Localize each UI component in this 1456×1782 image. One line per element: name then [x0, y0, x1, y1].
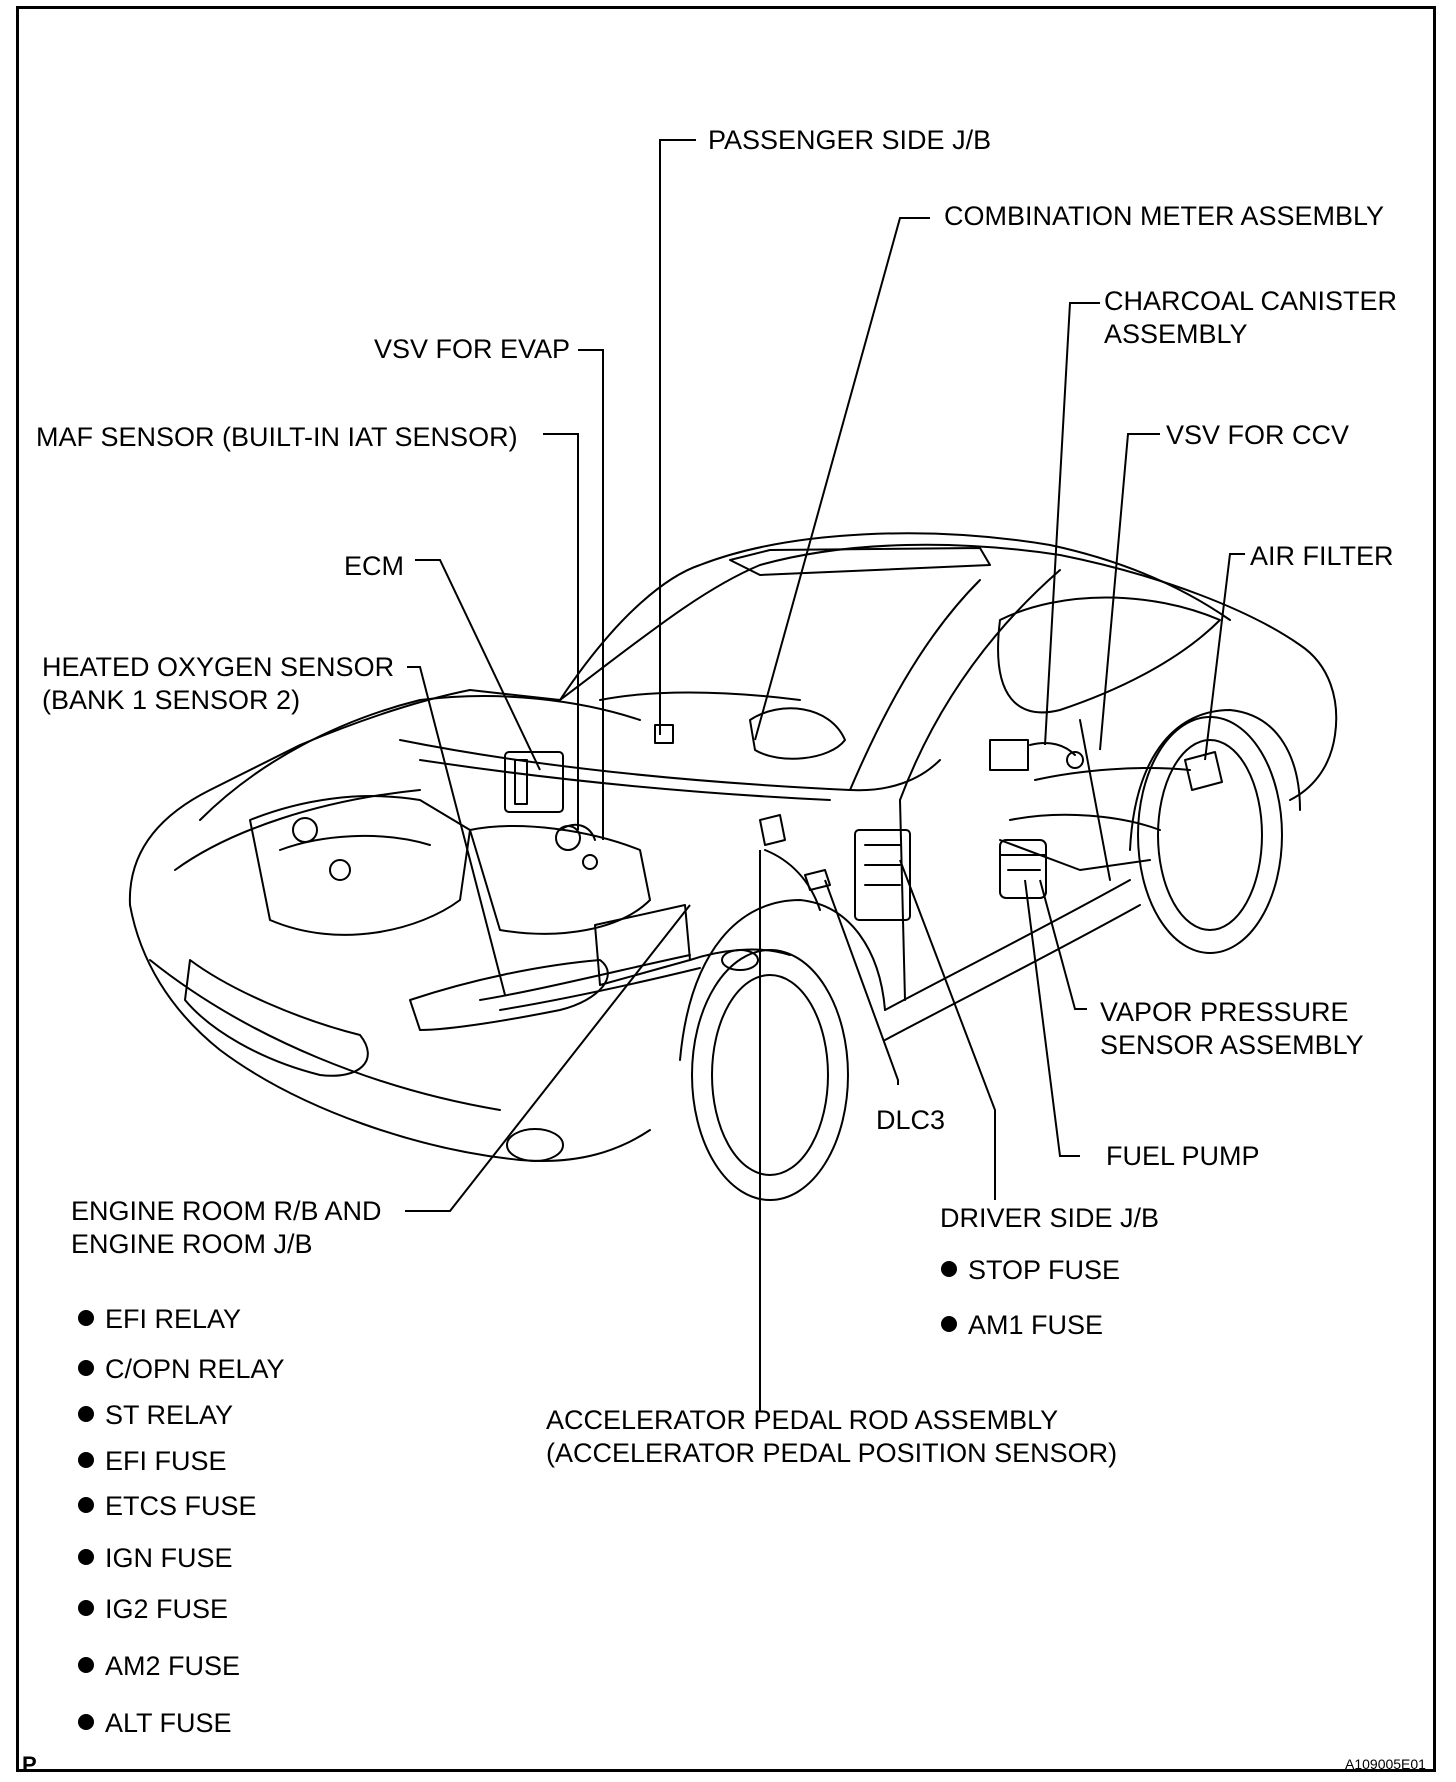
bullet-icon	[941, 1316, 957, 1332]
bullet-icon	[78, 1497, 94, 1513]
engine-room-item: C/OPN RELAY	[78, 1353, 285, 1386]
engine-room-item: ETCS FUSE	[78, 1490, 257, 1523]
label-heated-oxygen-line2: (BANK 1 SENSOR 2)	[42, 685, 301, 715]
leader-driver-jb	[899, 859, 996, 1200]
label-passenger-side-jb: PASSENGER SIDE J/B	[708, 125, 992, 155]
label-accelerator-line1: ACCELERATOR PEDAL ROD ASSEMBLY	[546, 1405, 1059, 1435]
engine-room-item: ST RELAY	[78, 1399, 233, 1432]
leader-heated-oxygen	[407, 666, 506, 996]
bullet-icon	[78, 1657, 94, 1673]
leader-maf-sensor	[543, 433, 579, 830]
leader-vsv-evap	[578, 349, 604, 840]
leader-air-filter	[1204, 553, 1245, 761]
label-charcoal-canister-line2: ASSEMBLY	[1104, 319, 1248, 349]
label-accelerator-line2: (ACCELERATOR PEDAL POSITION SENSOR)	[546, 1438, 1118, 1468]
leader-engine-room	[405, 904, 691, 1212]
leader-ecm	[415, 559, 541, 771]
diagram-frame	[16, 6, 1436, 1772]
engine-room-item: IGN FUSE	[78, 1542, 233, 1575]
label-heated-oxygen-sensor: HEATED OXYGEN SENSOR (BANK 1 SENSOR 2)	[42, 651, 394, 717]
label-fuel-pump: FUEL PUMP	[1106, 1141, 1260, 1171]
leader-charcoal-canister	[1044, 302, 1100, 746]
bullet-icon	[78, 1549, 94, 1565]
leader-dlc3	[824, 879, 899, 1085]
label-engine-room-rb-jb: ENGINE ROOM R/B AND ENGINE ROOM J/B	[71, 1195, 382, 1261]
bullet-icon	[941, 1261, 957, 1277]
leader-lines	[405, 139, 1245, 1412]
bullet-icon	[78, 1360, 94, 1376]
leader-combination-meter	[754, 217, 930, 741]
leader-vsv-ccv	[1099, 433, 1160, 751]
label-vapor-pressure-line2: SENSOR ASSEMBLY	[1100, 1030, 1364, 1060]
engine-room-item: ALT FUSE	[78, 1707, 232, 1740]
label-vsv-evap: VSV FOR EVAP	[374, 334, 571, 364]
leader-vapor-pressure	[1039, 879, 1087, 1010]
label-engine-room-line2: ENGINE ROOM J/B	[71, 1229, 313, 1259]
bullet-icon	[78, 1714, 94, 1730]
label-charcoal-canister-line1: CHARCOAL CANISTER	[1104, 286, 1398, 316]
label-dlc3: DLC3	[876, 1105, 946, 1135]
leader-fuel-pump	[1024, 879, 1080, 1157]
label-maf-sensor: MAF SENSOR (BUILT-IN IAT SENSOR)	[36, 422, 518, 452]
driver-side-item: STOP FUSE	[941, 1254, 1120, 1287]
label-charcoal-canister: CHARCOAL CANISTER ASSEMBLY	[1104, 285, 1397, 351]
label-air-filter: AIR FILTER	[1250, 541, 1394, 571]
figure-code: A109005E01	[1345, 1756, 1426, 1772]
engine-room-item: EFI FUSE	[78, 1445, 227, 1478]
label-engine-room-line1: ENGINE ROOM R/B AND	[71, 1196, 382, 1226]
label-vsv-ccv: VSV FOR CCV	[1166, 420, 1350, 450]
bullet-icon	[78, 1406, 94, 1422]
label-vapor-pressure-sensor: VAPOR PRESSURE SENSOR ASSEMBLY	[1100, 996, 1364, 1062]
engine-room-item: AM2 FUSE	[78, 1650, 240, 1683]
driver-side-item: AM1 FUSE	[941, 1309, 1103, 1342]
label-combination-meter: COMBINATION METER ASSEMBLY	[944, 201, 1385, 231]
bullet-icon	[78, 1310, 94, 1326]
label-accelerator-pedal: ACCELERATOR PEDAL ROD ASSEMBLY (ACCELERA…	[546, 1404, 1117, 1470]
label-vapor-pressure-line1: VAPOR PRESSURE	[1100, 997, 1349, 1027]
label-driver-side-jb: DRIVER SIDE J/B	[940, 1203, 1160, 1233]
label-heated-oxygen-line1: HEATED OXYGEN SENSOR	[42, 652, 395, 682]
corner-mark: P	[22, 1752, 37, 1777]
engine-room-item: EFI RELAY	[78, 1303, 241, 1336]
label-ecm: ECM	[344, 551, 404, 581]
car-body-outline	[128, 532, 1338, 1201]
leader-passenger-jb	[659, 139, 696, 735]
bullet-icon	[78, 1452, 94, 1468]
bullet-icon	[78, 1600, 94, 1616]
engine-room-item: IG2 FUSE	[78, 1593, 228, 1626]
